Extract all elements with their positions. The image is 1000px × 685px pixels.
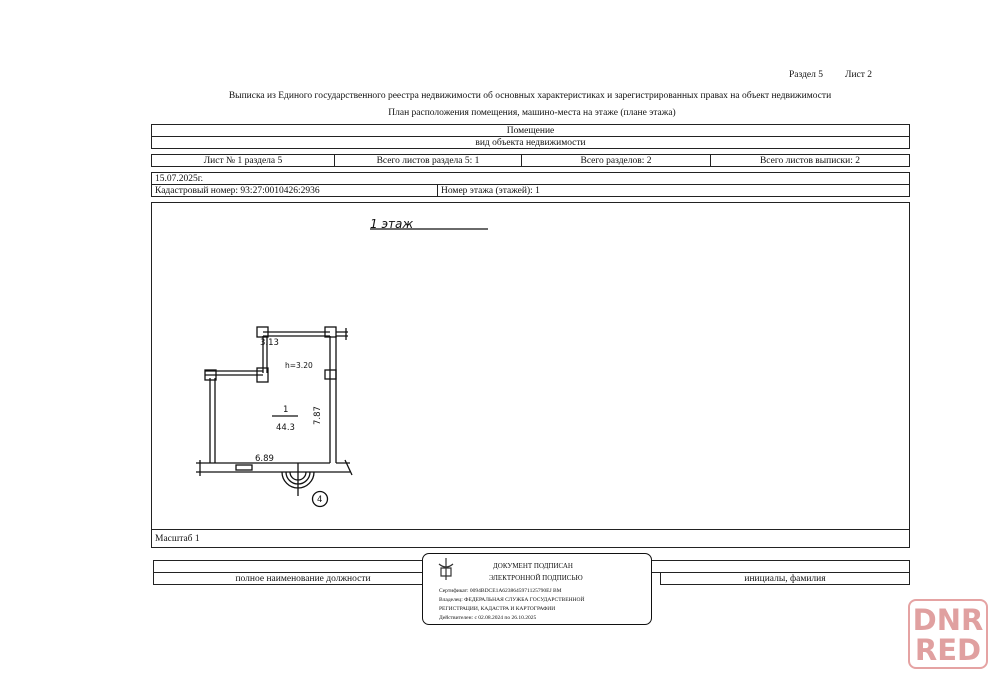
watermark-line2: RED (914, 633, 982, 667)
room-number: 1 (283, 405, 288, 415)
scale: Масштаб 1 (151, 529, 910, 548)
stamp-valid: Действителен: с 02.08.2024 по 26.10.2025 (439, 615, 537, 621)
position-label: полное наименование должности (153, 572, 453, 585)
stamp-cert: Сертификат: 0094BDCE1A6238645971125790EJ… (439, 588, 562, 594)
electronic-signature-stamp: ДОКУМЕНТ ПОДПИСАН ЭЛЕКТРОННОЙ ПОДПИСЬЮ С… (422, 553, 652, 625)
stamp-owner: Владелец: ФЕДЕРАЛЬНАЯ СЛУЖБА ГОСУДАРСТВЕ… (439, 597, 585, 603)
walls (196, 326, 353, 496)
room-area: 44.3 (276, 423, 295, 433)
entrance-marker: 4 (317, 495, 322, 505)
ceiling-height: h=3.20 (285, 361, 313, 370)
stamp-owner2: РЕГИСТРАЦИИ, КАДАСТРА И КАРТОГРАФИИ (439, 606, 556, 612)
name-label: инициалы, фамилия (660, 572, 910, 585)
stamp-line1: ДОКУМЕНТ ПОДПИСАН (493, 562, 573, 570)
object-kind-label: вид объекта недвижимости (151, 136, 910, 149)
document-subtitle: План расположения помещения, машино-мест… (388, 108, 676, 118)
sheet-label: Лист 2 (845, 70, 873, 80)
section-label: Раздел 5 (789, 70, 823, 80)
watermark-line1: DNR (912, 603, 984, 637)
document-title: Выписка из Единого государственного реес… (228, 91, 832, 101)
floor-plan: 1 этаж 3.13 h=3.20 1 44.3 7.87 6.89 4 (196, 217, 488, 508)
cadastral-number: Кадастровый номер: 93:27:0010426:2936 (151, 184, 438, 197)
total-sections: Всего разделов: 2 (521, 154, 711, 167)
total-sheets-section: Всего листов раздела 5: 1 (334, 154, 522, 167)
stamp-line2: ЭЛЕКТРОННОЙ ПОДПИСЬЮ (489, 574, 583, 582)
floor-label: 1 этаж (370, 217, 413, 231)
dim-right: 7.87 (313, 406, 323, 425)
sheet-number: Лист № 1 раздела 5 (151, 154, 335, 167)
dim-top: 3.13 (260, 338, 279, 348)
dim-bottom: 6.89 (255, 454, 274, 464)
emblem-icon (438, 558, 454, 580)
total-sheets: Всего листов выписки: 2 (710, 154, 910, 167)
floor-number: Номер этажа (этажей): 1 (437, 184, 910, 197)
